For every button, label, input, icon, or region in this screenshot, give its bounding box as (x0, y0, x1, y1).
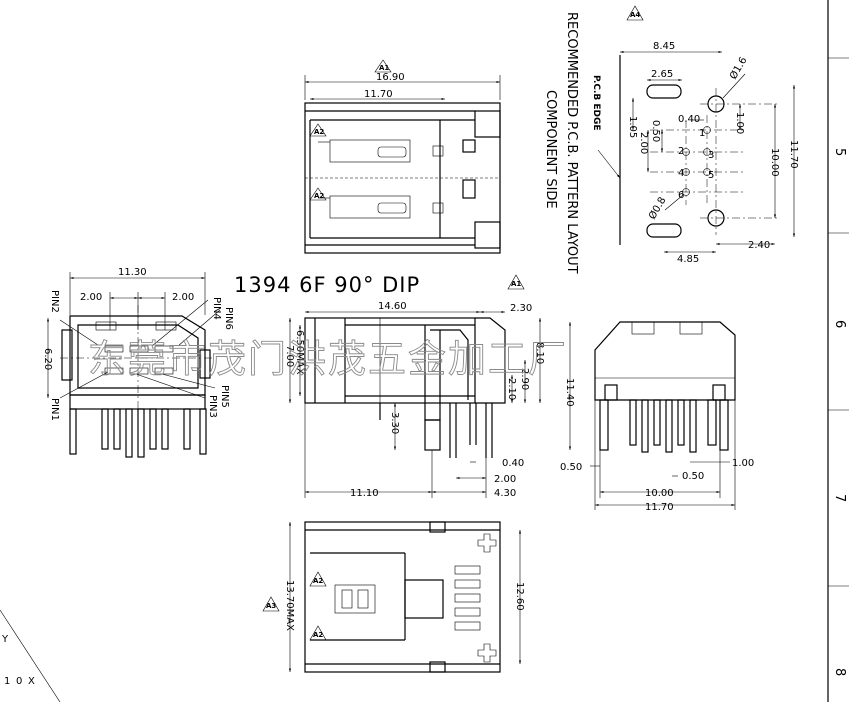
zone-5: 5 (832, 148, 847, 156)
front-dim-2-00a: 2.00 (80, 292, 102, 303)
drawing-title: 1394 6F 90° DIP (234, 273, 420, 297)
rear-dim-0-50a: 0.50 (560, 462, 582, 473)
side-view: A1 14.60 2.30 7.00 6.50MAX 8.10 2.90 2.1… (284, 274, 545, 499)
pcb-dim-0-40: 0.40 (678, 114, 700, 125)
front-dim-11-30: 11.30 (118, 267, 147, 278)
pcb-pin-5: 5 (708, 170, 714, 181)
top-view: 16.90 11.70 A1 A2 A2 (304, 59, 501, 254)
svg-text:X: X (28, 676, 35, 687)
pcb-dim-2-00: 2.00 (638, 132, 649, 154)
pin2-label: PIN2 (49, 290, 60, 313)
zone-8: 8 (832, 668, 847, 676)
dim-16-90: 16.90 (376, 72, 405, 83)
rear-dim-0-50b: 0.50 (682, 471, 704, 482)
side-dim-2-00: 2.00 (494, 474, 516, 485)
pcb-pin-6: 6 (678, 190, 684, 201)
dim-11-70: 11.70 (364, 89, 393, 100)
side-dim-6-50max: 6.50MAX (294, 330, 305, 375)
pin6-label: PIN6 (223, 307, 234, 330)
front-dim-6-20: 6.20 (42, 348, 53, 370)
pcb-pin-3: 3 (708, 150, 714, 161)
rev-a2-bottom-a: A2 (313, 577, 323, 585)
rev-a2-top: A2 (314, 128, 324, 136)
svg-text:1: 1 (4, 676, 10, 687)
rear-dim-11-70: 11.70 (645, 502, 674, 513)
side-dim-4-30: 4.30 (494, 488, 516, 499)
title-block-fragment: Y 1 0 X (0, 609, 61, 702)
pcb-dia-0-8: Ø0.8 (646, 195, 668, 222)
drawing-frame: 5 6 7 8 (827, 0, 849, 702)
side-dim-14-60: 14.60 (378, 301, 407, 312)
svg-text:Y: Y (1, 634, 9, 645)
bottom-view: 13.70MAX 12.60 A2 A2 A3 (262, 521, 525, 673)
pcb-dim-2-40: 2.40 (748, 240, 770, 251)
side-dim-0-40: 0.40 (502, 458, 524, 469)
pcb-dim-1-05: 1.05 (627, 116, 638, 138)
zone-7: 7 (832, 494, 847, 502)
rev-a2-bot: A2 (314, 192, 324, 200)
rear-dim-11-40: 11.40 (564, 378, 575, 407)
side-dim-8-10: 8.10 (534, 342, 545, 364)
bottom-dim-13-70max: 13.70MAX (284, 580, 295, 631)
zone-6: 6 (832, 320, 847, 328)
pcb-dim-2-65: 2.65 (651, 69, 673, 80)
side-dim-3-30: 3.30 (389, 412, 400, 434)
pin5-label: PIN5 (219, 385, 230, 408)
pcb-dia-1-6: Ø1.6 (727, 55, 749, 82)
side-dim-2-10: 2.10 (506, 378, 517, 400)
svg-text:0: 0 (16, 676, 22, 687)
pcb-layout: A4 RECOMMENDED P.C.B. PATTERN LAYOUT COM… (543, 5, 799, 274)
rev-a4: A4 (630, 11, 640, 19)
rev-a3: A3 (266, 602, 276, 610)
pcb-pin-4: 4 (678, 168, 684, 179)
bottom-dim-12-60: 12.60 (514, 582, 525, 611)
pin1-label: PIN1 (49, 398, 60, 421)
pcb-dim-1-00: 1.00 (734, 112, 745, 134)
pcb-dim-10-00: 10.00 (769, 148, 780, 177)
side-dim-2-90: 2.90 (519, 368, 530, 390)
side-dim-7-00: 7.00 (284, 345, 295, 367)
side-dim-11-10: 11.10 (350, 488, 379, 499)
pcb-dim-0-50: 0.50 (650, 120, 661, 142)
pcb-dim-4-85: 4.85 (677, 254, 699, 265)
pcb-pin-1: 1 (699, 128, 705, 139)
pcb-edge-label: P.C.B EDGE (591, 75, 601, 131)
front-dim-2-00b: 2.00 (172, 292, 194, 303)
rear-dim-10-00: 10.00 (645, 488, 674, 499)
pcb-pad-grid: 1 2 3 4 5 6 (650, 115, 745, 205)
pin3-label: PIN3 (207, 395, 218, 418)
rear-view: 11.40 0.50 0.50 1.00 10.00 11.70 (560, 321, 754, 513)
rev-a1: A1 (379, 64, 389, 72)
rev-a2-bottom-b: A2 (313, 631, 323, 639)
rev-a1-side: A1 (511, 280, 521, 288)
pcb-pin-2: 2 (678, 146, 684, 157)
front-view: 11.30 2.00 2.00 6.20 PIN2 (42, 267, 234, 458)
pcb-dim-11-70: 11.70 (788, 140, 799, 169)
pcb-dim-8-45: 8.45 (653, 41, 675, 52)
pcb-note-line2: COMPONENT SIDE (543, 90, 558, 209)
pin4-label: PIN4 (211, 297, 222, 320)
rear-dim-1-00: 1.00 (732, 458, 754, 469)
side-dim-2-30: 2.30 (510, 303, 532, 314)
pcb-note-line1: RECOMMENDED P.C.B. PATTERN LAYOUT (564, 12, 579, 274)
watermark: 东莞市茂门洪茂五金加工厂 (88, 337, 568, 381)
